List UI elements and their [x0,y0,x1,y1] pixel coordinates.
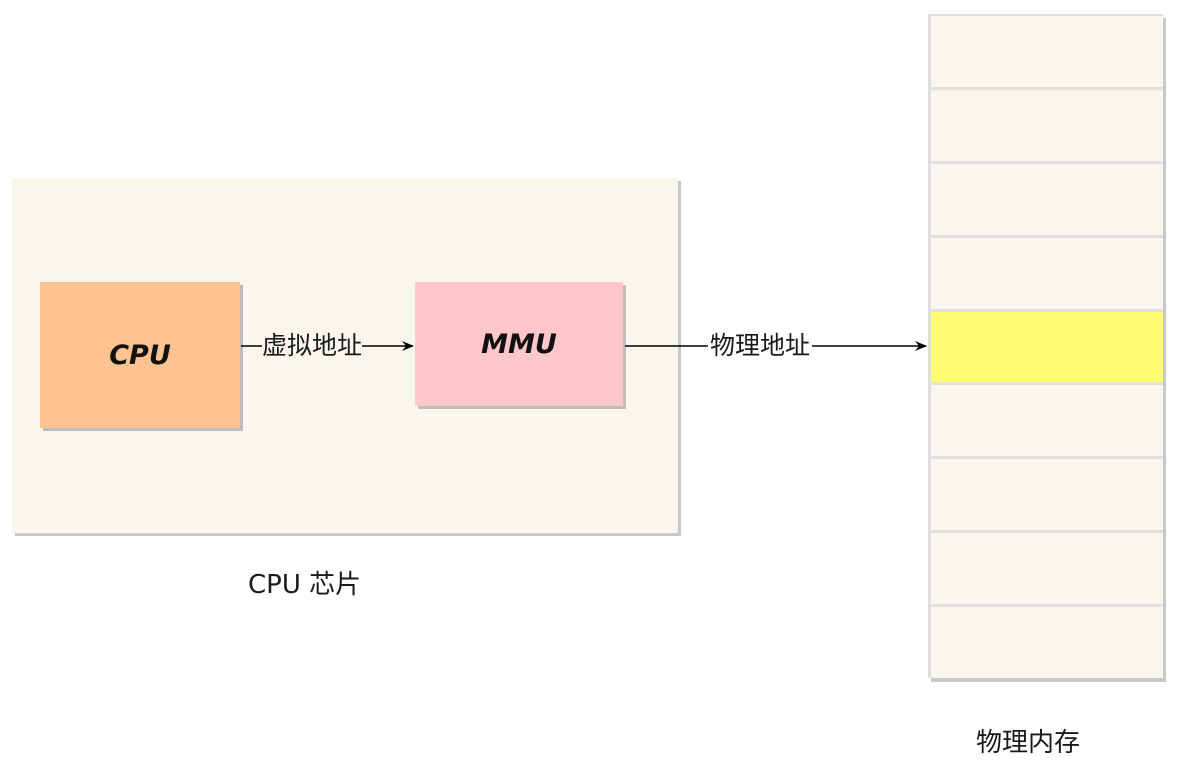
cpu-chip-caption: CPU 芯片 [248,570,362,600]
cpu-label: CPU [109,339,171,371]
memory-cell [931,385,1163,460]
cpu-node: CPU [40,282,240,428]
memory-cell [931,237,1163,312]
physical-memory [928,14,1163,679]
memory-cell [931,533,1163,608]
memory-cell-highlighted [931,311,1163,386]
memory-cell [931,607,1163,679]
memory-cell [931,163,1163,238]
memory-cell [931,459,1163,534]
mmu-label: MMU [481,328,557,360]
memory-cell [931,16,1163,90]
mmu-node: MMU [415,282,623,406]
physical-memory-caption: 物理内存 [976,728,1081,758]
physical-address-label: 物理地址 [708,331,813,361]
virtual-address-label: 虚拟地址 [262,331,363,361]
memory-cell [931,89,1163,164]
